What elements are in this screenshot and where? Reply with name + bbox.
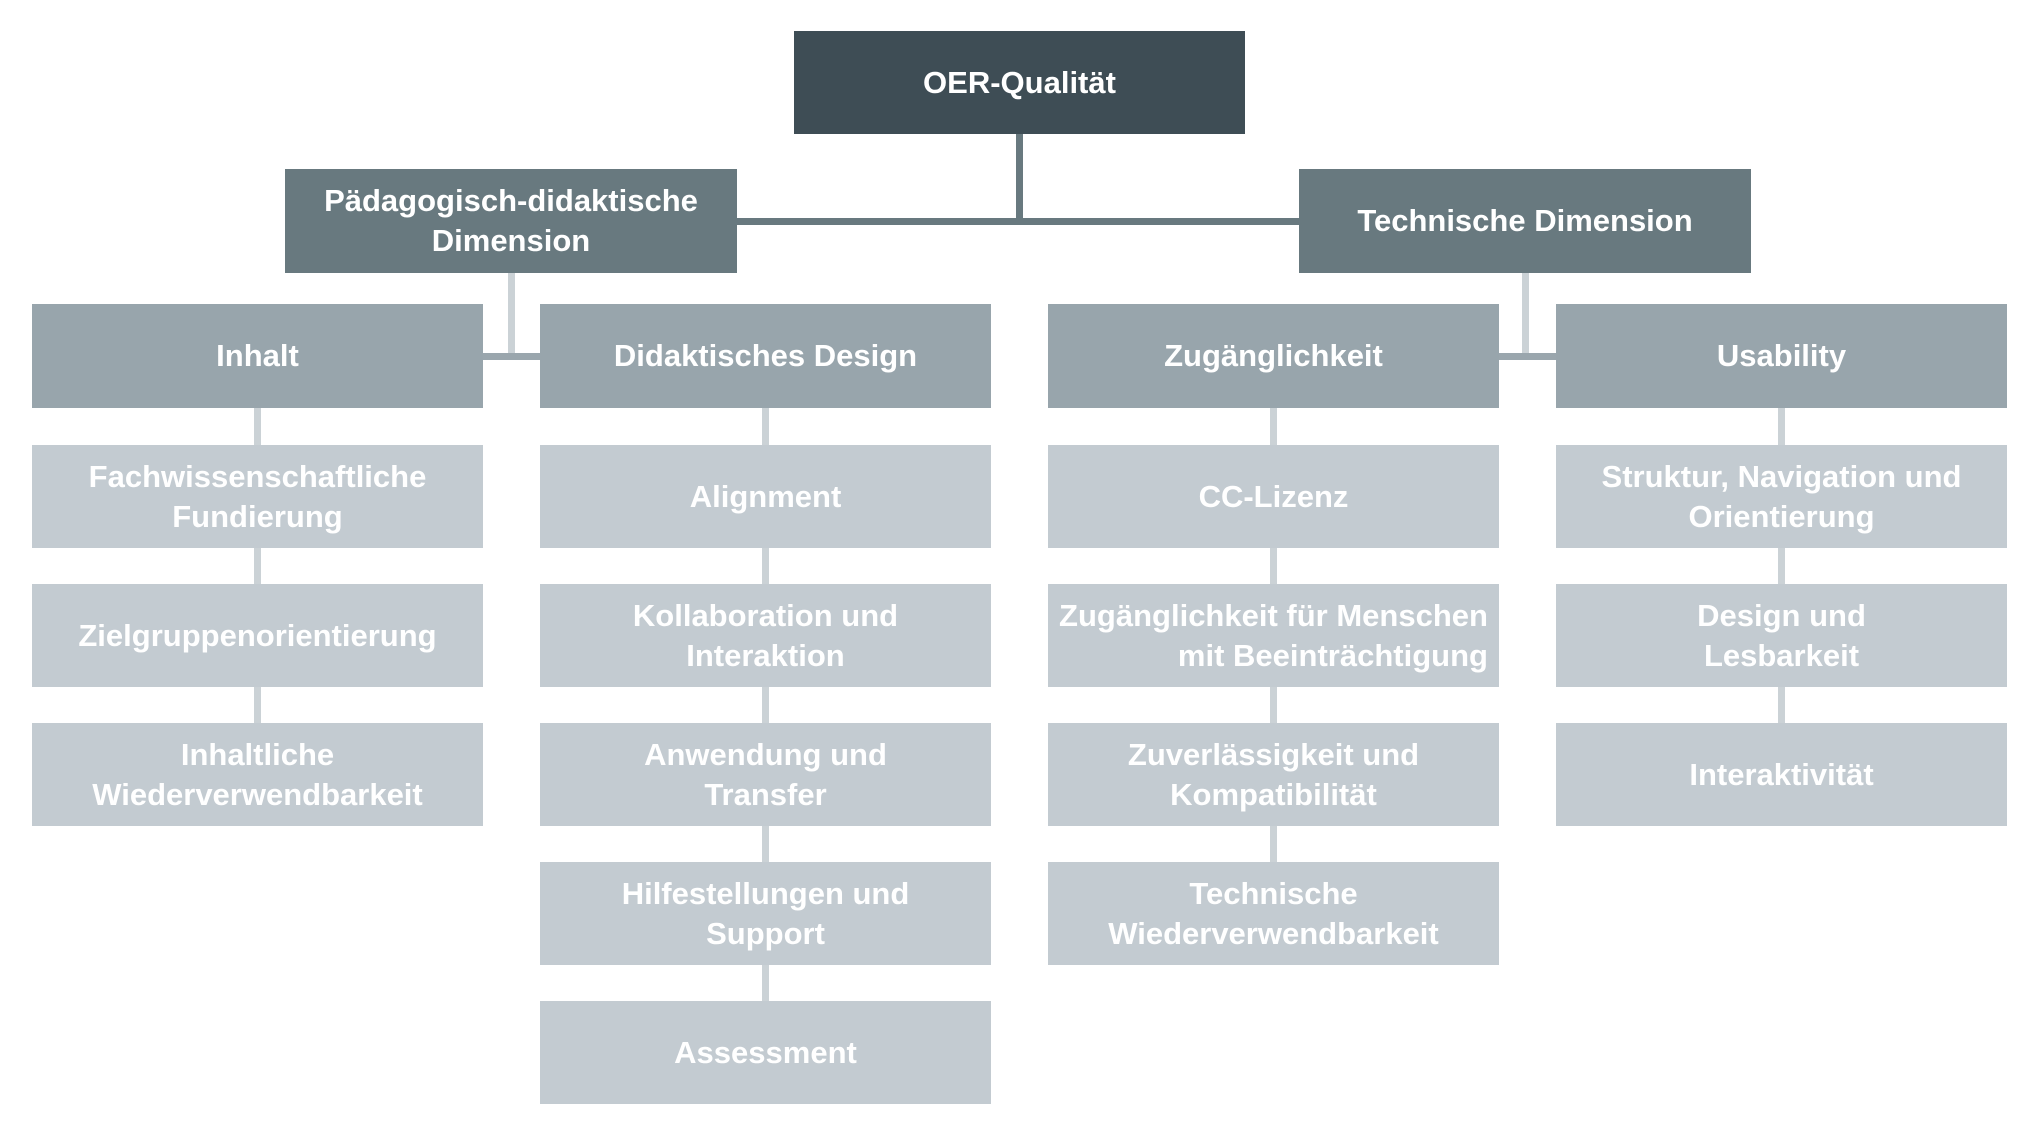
connector-paedagogisch-horizontal [483, 353, 540, 360]
item-box-hilfestellungen-und-support: Hilfestellungen und Support [540, 862, 991, 965]
category-box-usability: Usability [1556, 304, 2007, 408]
connector-col3-gap2 [1270, 548, 1277, 584]
connector-col1-gap1 [254, 408, 261, 445]
connector-col2-gap1 [762, 408, 769, 445]
connector-col2-gap3 [762, 687, 769, 723]
connector-col4-gap2 [1778, 548, 1785, 584]
category-box-didaktisches-design: Didaktisches Design [540, 304, 991, 408]
connector-root-vertical [1016, 134, 1023, 222]
category-box-zugaenglichkeit: Zugänglichkeit [1048, 304, 1499, 408]
item-box-technische-wiederverwendbarkeit: Technische Wiederverwendbarkeit [1048, 862, 1499, 965]
category-box-inhalt: Inhalt [32, 304, 483, 408]
item-box-zugaenglichkeit-fuer-menschen: Zugänglichkeit für Menschen mit Beeinträ… [1048, 584, 1499, 687]
item-box-alignment: Alignment [540, 445, 991, 548]
connector-col3-gap1 [1270, 408, 1277, 445]
connector-paedagogisch-vertical [508, 273, 515, 357]
connector-technisch-horizontal [1499, 353, 1556, 360]
connector-root-horizontal [737, 218, 1299, 225]
item-box-cc-lizenz: CC-Lizenz [1048, 445, 1499, 548]
item-box-interaktivitaet: Interaktivität [1556, 723, 2007, 826]
connector-col2-gap5 [762, 965, 769, 1001]
item-box-assessment: Assessment [540, 1001, 991, 1104]
connector-col4-gap1 [1778, 408, 1785, 445]
connector-col2-gap2 [762, 548, 769, 584]
dimension-box-technisch: Technische Dimension [1299, 169, 1751, 273]
connector-col1-gap2 [254, 548, 261, 584]
item-box-anwendung-und-transfer: Anwendung und Transfer [540, 723, 991, 826]
item-box-fachwissenschaftliche-fundierung: Fachwissenschaftliche Fundierung [32, 445, 483, 548]
connector-technisch-vertical [1522, 272, 1529, 357]
item-box-struktur-navigation-und-orientierung: Struktur, Navigation und Orientierung [1556, 445, 2007, 548]
item-box-inhaltliche-wiederverwendbarkeit: Inhaltliche Wiederverwendbarkeit [32, 723, 483, 826]
item-box-kollaboration-und-interaktion: Kollaboration und Interaktion [540, 584, 991, 687]
item-box-zielgruppenorientierung: Zielgruppenorientierung [32, 584, 483, 687]
dimension-box-paedagogisch-didaktisch: Pädagogisch-didaktische Dimension [285, 169, 737, 273]
connector-col1-gap3 [254, 687, 261, 723]
connector-col3-gap4 [1270, 826, 1277, 862]
connector-col2-gap4 [762, 826, 769, 862]
connector-col3-gap3 [1270, 687, 1277, 723]
item-box-zuverlaessigkeit-und-kompatibilitaet: Zuverlässigkeit und Kompatibilität [1048, 723, 1499, 826]
connector-col4-gap3 [1778, 687, 1785, 723]
root-box-oer-qualitaet: OER-Qualität [794, 31, 1245, 134]
item-box-design-und-lesbarkeit: Design und Lesbarkeit [1556, 584, 2007, 687]
